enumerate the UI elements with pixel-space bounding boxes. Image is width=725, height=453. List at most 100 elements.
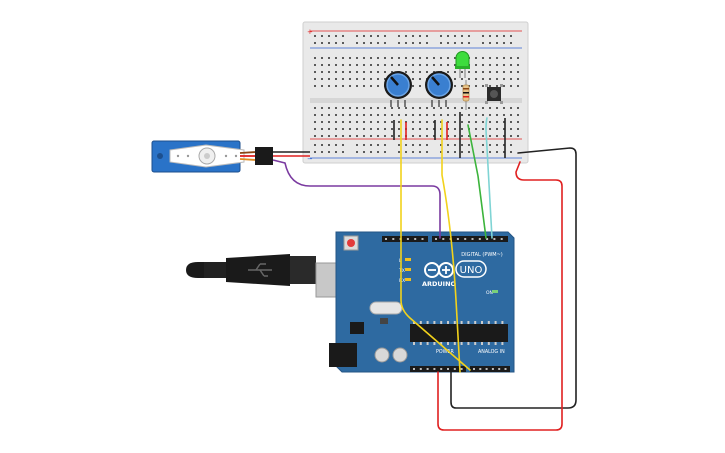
breadboard-hole [503, 71, 505, 73]
wire-button-cyan [485, 117, 493, 239]
rail-hole [503, 35, 505, 37]
breadboard-hole [356, 107, 358, 109]
breadboard-hole [377, 85, 379, 87]
chip-pin [467, 342, 470, 345]
digital-label: DIGITAL (PWM~) [461, 252, 503, 258]
breadboard-hole [377, 121, 379, 123]
analog-label: ANALOG IN [478, 349, 505, 355]
rail-hole [377, 144, 379, 146]
breadboard-hole [461, 114, 463, 116]
breadboard-hole [475, 121, 477, 123]
rail-hole [468, 42, 470, 44]
breadboard-hole [468, 78, 470, 80]
led-green[interactable] [455, 51, 470, 78]
breadboard-hole [447, 71, 449, 73]
breadboard-hole [475, 57, 477, 59]
breadboard-hole [384, 64, 386, 66]
rail-hole [342, 35, 344, 37]
rail-hole [440, 35, 442, 37]
rail-hole [447, 35, 449, 37]
breadboard-hole [363, 121, 365, 123]
arduino-uno-board[interactable]: ARDUINO UNO DIGITAL (PWM~) L TX RX ON PO… [329, 231, 515, 373]
breadboard-hole [503, 128, 505, 130]
breadboard-hole [370, 107, 372, 109]
resistor[interactable] [462, 80, 470, 110]
rail-hole [398, 42, 400, 44]
breadboard-hole [482, 78, 484, 80]
chip-pin [419, 342, 422, 345]
breadboard-hole [391, 114, 393, 116]
breadboard-hole [517, 107, 519, 109]
breadboard-hole [426, 107, 428, 109]
breadboard-hole [433, 114, 435, 116]
breadboard-hole [461, 78, 463, 80]
rail-hole [454, 144, 456, 146]
breadboard-hole [398, 57, 400, 59]
breadboard-hole [363, 107, 365, 109]
breadboard-hole [377, 135, 379, 137]
rail-hole [363, 42, 365, 44]
rail-hole [468, 151, 470, 153]
breadboard-hole [496, 121, 498, 123]
breadboard-hole [398, 114, 400, 116]
rail-hole [419, 144, 421, 146]
breadboard-hole [496, 71, 498, 73]
breadboard-hole [433, 57, 435, 59]
breadboard-hole [461, 85, 463, 87]
digital-header-left [382, 236, 428, 242]
breadboard-hole [384, 128, 386, 130]
breadboard-hole [356, 114, 358, 116]
breadboard-hole [370, 114, 372, 116]
potentiometer-right[interactable] [425, 71, 453, 107]
breadboard-hole [510, 121, 512, 123]
header-pin [406, 238, 409, 240]
power-header [410, 366, 466, 372]
breadboard: + − [302, 21, 529, 164]
breadboard-hole [335, 121, 337, 123]
breadboard-hole [419, 57, 421, 59]
breadboard-hole [517, 85, 519, 87]
breadboard-hole [454, 85, 456, 87]
breadboard-hole [454, 135, 456, 137]
breadboard-hole [398, 64, 400, 66]
breadboard-hole [384, 114, 386, 116]
breadboard-hole [342, 85, 344, 87]
breadboard-hole [412, 107, 414, 109]
rail-minus-marker: − [307, 155, 313, 163]
breadboard-hole [405, 107, 407, 109]
breadboard-hole [475, 114, 477, 116]
breadboard-hole [314, 135, 316, 137]
breadboard-hole [482, 114, 484, 116]
chip-pin [453, 342, 456, 345]
header-pin [413, 368, 415, 370]
rail-hole [412, 35, 414, 37]
chip-pin [481, 342, 483, 345]
breadboard-hole [328, 57, 330, 59]
breadboard-hole [482, 135, 484, 137]
breadboard-hole [426, 128, 428, 130]
rail-hole [461, 144, 463, 146]
breadboard-hole [468, 114, 470, 116]
header-pin [456, 238, 459, 240]
servo-motor[interactable] [151, 140, 245, 173]
rail-hole [496, 35, 498, 37]
breadboard-hole [468, 121, 470, 123]
breadboard-hole [419, 128, 421, 130]
breadboard-hole [314, 107, 316, 109]
chip-pin [447, 321, 449, 324]
breadboard-hole [314, 57, 316, 59]
breadboard-hole [503, 64, 505, 66]
wire-servo-signal-purple [284, 162, 441, 239]
push-button[interactable] [485, 84, 503, 104]
rail-hole [489, 151, 491, 153]
potentiometer-left[interactable] [384, 71, 412, 107]
rail-hole [377, 42, 379, 44]
breadboard-hole [314, 71, 316, 73]
breadboard-hole [482, 85, 484, 87]
header-pin [447, 368, 449, 370]
breadboard-hole [335, 114, 337, 116]
breadboard-hole [440, 121, 442, 123]
breadboard-hole [314, 85, 316, 87]
uno-model-text: UNO [460, 265, 483, 276]
breadboard-hole [328, 71, 330, 73]
